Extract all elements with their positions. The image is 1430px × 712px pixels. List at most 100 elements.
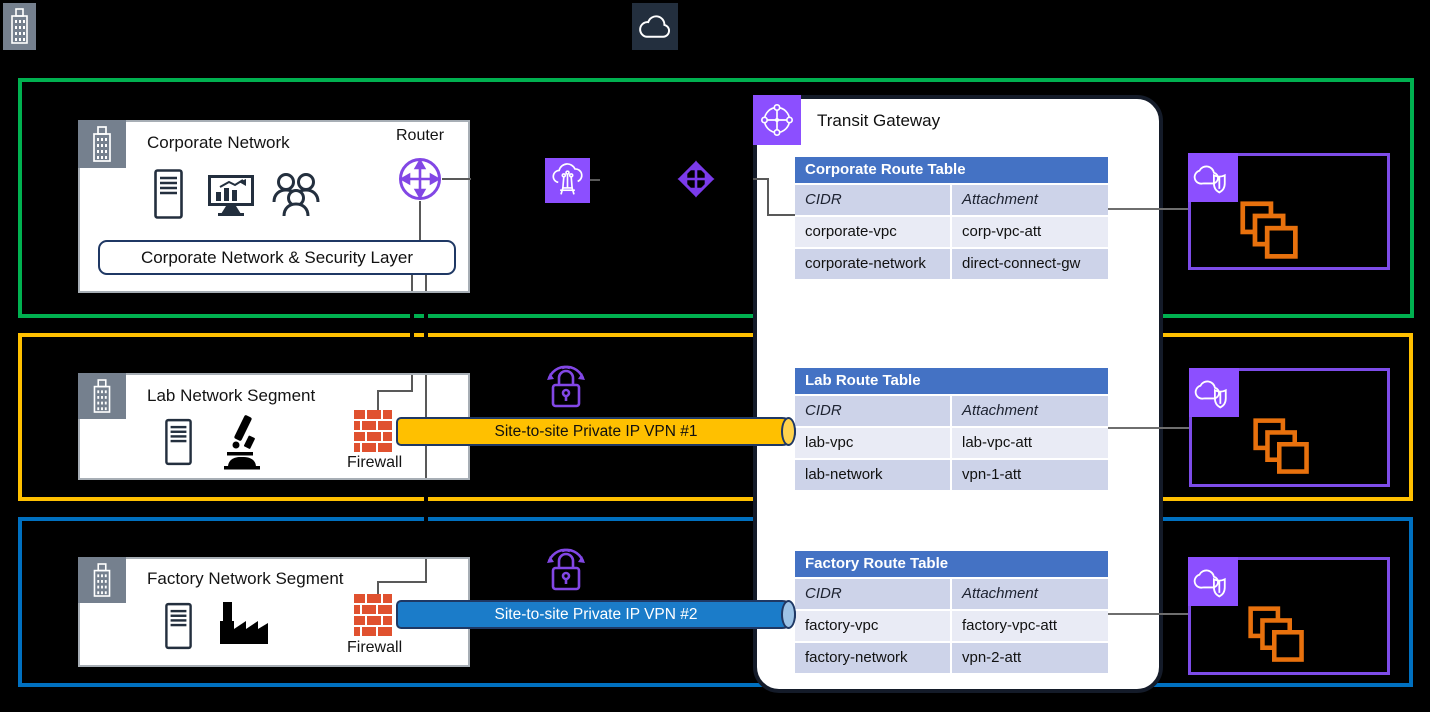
connector-line xyxy=(1108,208,1188,210)
route-table-header-row: CIDR Attachment xyxy=(795,579,1108,609)
security-layer-box: Corporate Network & Security Layer xyxy=(98,240,456,275)
building-icon xyxy=(78,120,126,168)
connector-line xyxy=(411,275,413,291)
connector-line xyxy=(425,559,427,582)
factory-segment-band xyxy=(18,517,1413,687)
attachment-cell: direct-connect-gw xyxy=(952,249,1108,279)
factory-route-table: Factory Route Table CIDR Attachment fact… xyxy=(795,551,1108,673)
route-table-row: factory-vpc factory-vpc-att xyxy=(795,611,1108,641)
cidr-cell: factory-vpc xyxy=(795,611,950,641)
cidr-cell: factory-network xyxy=(795,643,950,673)
column-header: CIDR xyxy=(795,185,950,215)
attachment-cell: vpn-2-att xyxy=(952,643,1108,673)
column-header: Attachment xyxy=(952,185,1108,215)
lab-firewall-label: Firewall xyxy=(347,454,403,471)
monitor-chart-icon xyxy=(208,175,254,222)
connector-line xyxy=(377,581,379,594)
server-icon xyxy=(165,417,192,472)
router-label: Router xyxy=(396,127,445,144)
firewall-brick-icon xyxy=(354,410,392,458)
cidr-cell: lab-network xyxy=(795,460,950,490)
column-header: Attachment xyxy=(952,396,1108,426)
vpn1-pill: Site-to-site Private IP VPN #1 xyxy=(396,417,796,446)
route-table-row: lab-network vpn-1-att xyxy=(795,460,1108,490)
hidden-connector-gap xyxy=(410,293,414,373)
lab-vpc-box xyxy=(1189,368,1390,487)
factory-vpc-box xyxy=(1188,557,1390,675)
route-table-title: Lab Route Table xyxy=(795,368,1108,394)
connector-line xyxy=(442,178,471,180)
cidr-cell: lab-vpc xyxy=(795,428,950,458)
attachment-cell: vpn-1-att xyxy=(952,460,1108,490)
factory-icon xyxy=(218,599,270,650)
vpc-cloud-shield-icon xyxy=(1188,557,1238,606)
corporate-route-table: Corporate Route Table CIDR Attachment co… xyxy=(795,157,1108,279)
pill-cap xyxy=(781,600,796,629)
server-icon xyxy=(165,601,192,656)
direct-connect-icon xyxy=(545,158,590,203)
factory-firewall-label: Firewall xyxy=(347,639,403,656)
ec2-instances-stacked-squares-icon xyxy=(1239,200,1301,267)
transit-gateway-icon xyxy=(753,95,801,145)
corporate-network-title: Corporate Network xyxy=(147,133,290,152)
connector-line xyxy=(411,375,413,391)
vpn2-label: Site-to-site Private IP VPN #2 xyxy=(494,605,698,623)
corporate-segment-band xyxy=(18,78,1414,318)
server-icon xyxy=(154,169,183,224)
router-icon xyxy=(397,156,443,207)
lab-route-table: Lab Route Table CIDR Attachment lab-vpc … xyxy=(795,368,1108,490)
corporate-vpc-box xyxy=(1188,153,1390,270)
route-table-title: Corporate Route Table xyxy=(795,157,1108,183)
firewall-brick-icon xyxy=(354,594,392,642)
site-to-site-vpn-lock-icon xyxy=(546,547,586,598)
transit-gateway-diamond-icon xyxy=(677,160,715,203)
route-table-header-row: CIDR Attachment xyxy=(795,396,1108,426)
transit-gateway-title: Transit Gateway xyxy=(817,111,941,130)
connector-line xyxy=(767,214,795,216)
route-table-row: corporate-vpc corp-vpc-att xyxy=(795,217,1108,247)
hidden-connector-gap xyxy=(424,293,428,373)
vpc-cloud-shield-icon xyxy=(1188,153,1238,202)
factory-network-title: Factory Network Segment xyxy=(147,569,344,588)
connector-line xyxy=(767,178,769,216)
pill-cap xyxy=(781,417,796,446)
vpn1-label: Site-to-site Private IP VPN #1 xyxy=(494,422,698,440)
site-to-site-vpn-lock-icon xyxy=(546,364,586,415)
connector-line xyxy=(1108,427,1189,429)
attachment-cell: factory-vpc-att xyxy=(952,611,1108,641)
building-icon xyxy=(78,557,126,603)
microscope-icon xyxy=(222,415,262,476)
connector-line xyxy=(1108,613,1188,615)
column-header: CIDR xyxy=(795,579,950,609)
attachment-cell: corp-vpc-att xyxy=(952,217,1108,247)
connector-line xyxy=(590,179,600,181)
users-icon xyxy=(272,171,320,223)
lab-network-title: Lab Network Segment xyxy=(147,386,316,405)
vpn2-pill: Site-to-site Private IP VPN #2 xyxy=(396,600,796,629)
security-layer-label: Corporate Network & Security Layer xyxy=(140,247,414,267)
aws-cloud-icon xyxy=(632,3,678,50)
route-table-row: factory-network vpn-2-att xyxy=(795,643,1108,673)
attachment-cell: lab-vpc-att xyxy=(952,428,1108,458)
lab-segment-band xyxy=(18,333,1413,501)
route-table-header-row: CIDR Attachment xyxy=(795,185,1108,215)
ec2-instances-stacked-squares-icon xyxy=(1252,417,1312,482)
connector-line xyxy=(377,390,413,392)
vpc-cloud-shield-icon xyxy=(1189,368,1239,417)
route-table-row: corporate-network direct-connect-gw xyxy=(795,249,1108,279)
connector-line xyxy=(753,178,769,180)
hidden-connector-gap xyxy=(424,480,428,557)
column-header: Attachment xyxy=(952,579,1108,609)
ec2-instances-stacked-squares-icon xyxy=(1247,605,1307,670)
connector-line xyxy=(377,581,427,583)
corporate-data-center-building-icon xyxy=(3,3,36,50)
connector-line xyxy=(419,201,421,240)
cidr-cell: corporate-vpc xyxy=(795,217,950,247)
building-icon xyxy=(78,373,126,419)
column-header: CIDR xyxy=(795,396,950,426)
connector-line xyxy=(425,275,427,291)
route-table-title: Factory Route Table xyxy=(795,551,1108,577)
route-table-row: lab-vpc lab-vpc-att xyxy=(795,428,1108,458)
cidr-cell: corporate-network xyxy=(795,249,950,279)
